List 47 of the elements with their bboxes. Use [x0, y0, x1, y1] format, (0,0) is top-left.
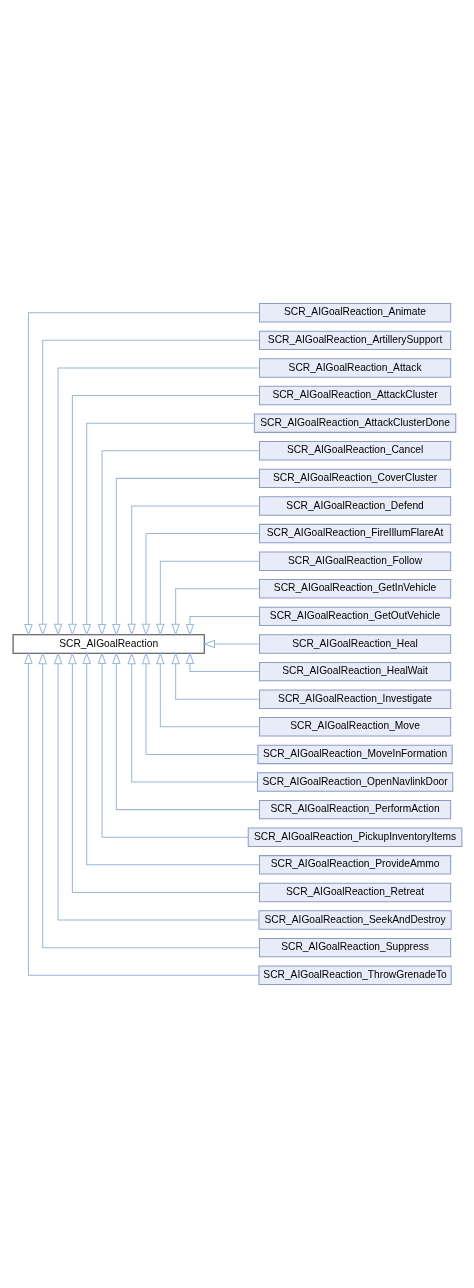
- node-box: SCR_AIGoalReaction_FireIllumFlareAt: [258, 523, 451, 544]
- arrow: [111, 477, 260, 637]
- node-box: SCR_AIGoalReaction_PerformAction: [258, 799, 451, 820]
- arrow: [126, 651, 258, 783]
- node-box: SCR_AIGoalReaction_Cancel: [258, 441, 451, 461]
- arrow: [81, 651, 260, 866]
- node-box: SCR_AIGoalReaction_Follow: [258, 551, 451, 571]
- arrow: [170, 652, 260, 700]
- node-box: SCR_AIGoalReaction_Move: [258, 717, 451, 737]
- arrow: [81, 422, 254, 637]
- node-box: SCR_AIGoalReaction_HealWait: [258, 661, 451, 682]
- node-box: SCR_AIGoalReaction: [12, 634, 205, 654]
- node-box: SCR_AIGoalReaction_ProvideAmmo: [258, 855, 451, 875]
- node-box: SCR_AIGoalReaction_SeekAndDestroy: [257, 910, 452, 930]
- node-box: SCR_AIGoalReaction_PickupInventoryItems: [247, 827, 462, 847]
- node-box: SCR_AIGoalReaction_AttackCluster: [258, 385, 451, 406]
- arrow: [67, 395, 260, 637]
- arrow: [141, 533, 260, 637]
- node-box: SCR_AIGoalReaction_Attack: [258, 358, 451, 378]
- node-box: SCR_AIGoalReaction_MoveInFormation: [256, 744, 453, 765]
- node-box: SCR_AIGoalReaction_Investigate: [258, 689, 451, 709]
- arrow: [185, 615, 260, 637]
- arrow: [155, 651, 260, 728]
- arrow: [97, 651, 249, 838]
- arrow: [141, 651, 258, 755]
- node-box: SCR_AIGoalReaction_CoverCluster: [258, 468, 451, 489]
- arrow: [126, 505, 260, 637]
- arrow: [202, 639, 260, 649]
- node-box: SCR_AIGoalReaction_Defend: [258, 496, 451, 516]
- node-box: SCR_AIGoalReaction_GetOutVehicle: [258, 606, 451, 627]
- node-box: SCR_AIGoalReaction_Retreat: [258, 882, 451, 903]
- arrow: [111, 651, 260, 811]
- arrow: [53, 367, 260, 637]
- node-box: SCR_AIGoalReaction_GetInVehicle: [258, 579, 451, 599]
- node-box: SCR_AIGoalReaction_Heal: [258, 634, 451, 654]
- arrow: [53, 651, 259, 921]
- arrow: [97, 450, 260, 637]
- node-box: SCR_AIGoalReaction_ArtillerySupport: [258, 330, 451, 351]
- node-box: SCR_AIGoalReaction_AttackClusterDone: [253, 413, 456, 433]
- arrow: [155, 560, 260, 637]
- node-box: SCR_AIGoalReaction_OpenNavlinkDoor: [256, 772, 453, 792]
- arrow: [67, 651, 260, 893]
- node-box: SCR_AIGoalReaction_Suppress: [258, 937, 451, 958]
- arrow: [170, 588, 260, 636]
- node-box: SCR_AIGoalReaction_ThrowGrenadeTo: [257, 965, 452, 985]
- node-box: SCR_AIGoalReaction_Animate: [258, 303, 451, 323]
- arrow: [185, 651, 260, 673]
